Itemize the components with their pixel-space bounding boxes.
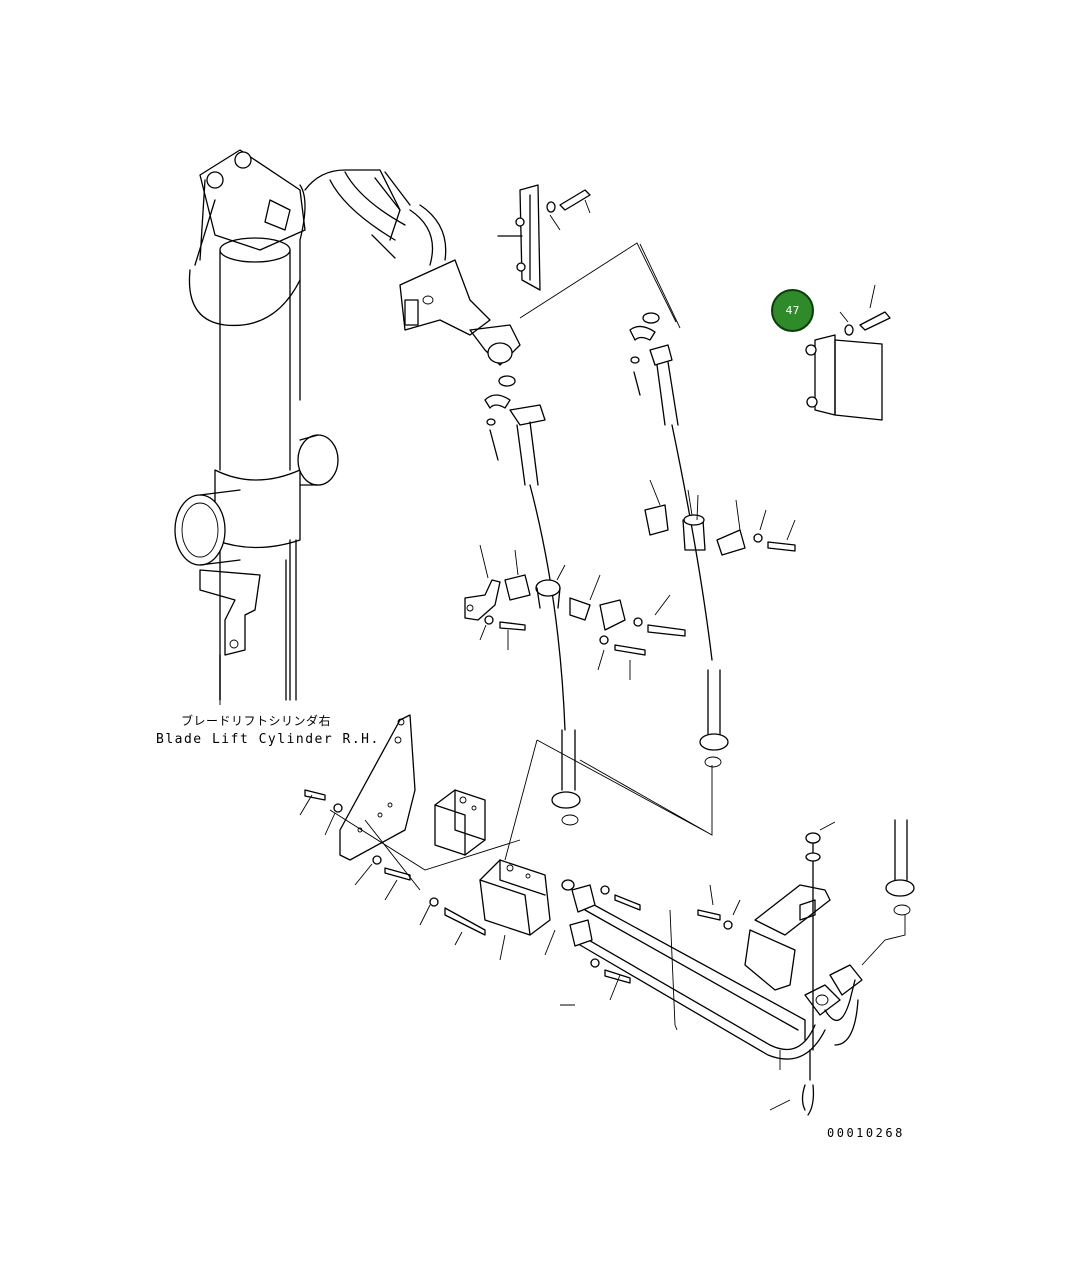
return-tube-assembly: [560, 819, 915, 1116]
drawing-number: 00010268: [827, 1126, 905, 1140]
japanese-caption: ブレードリフトシリンダ右: [181, 714, 332, 728]
top-hose-assembly: [329, 171, 521, 366]
clamp-plate-part: [805, 284, 891, 421]
clamp-assemblies: [464, 479, 796, 680]
english-caption: Blade Lift Cylinder R.H.: [156, 732, 380, 747]
middle-tube-assemblies: [484, 242, 729, 861]
callout-badge-47[interactable]: 47: [771, 289, 814, 332]
upper-bracket-set: [497, 184, 591, 291]
blade-lift-cylinder: [174, 149, 401, 701]
valve-block-assembly: [299, 714, 575, 961]
